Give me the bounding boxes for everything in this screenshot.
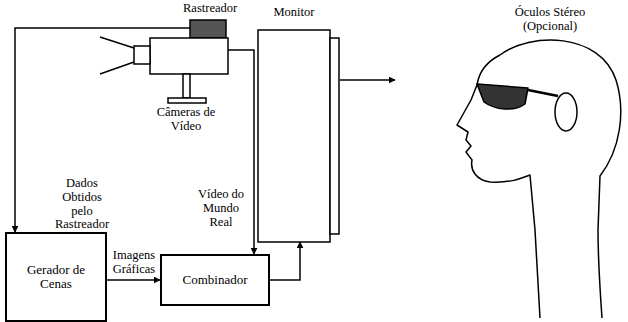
monitor-illustration (258, 30, 339, 242)
camera-tracker: RastreadorCâmeras de Vídeo (95, 2, 250, 140)
connector-arrow (340, 79, 395, 81)
face-profile (457, 55, 540, 318)
connector-label: Dados Obtidos pelo Rastreador (50, 177, 114, 232)
head-illustration (457, 40, 621, 318)
monitor: Monitor (258, 6, 340, 242)
connector-arrow (250, 50, 254, 254)
box-label: Combinador (164, 273, 266, 287)
connector-label: Vídeo do Mundo Real (192, 188, 250, 229)
glasses-label: Óculos Stéreo (Opcional) (495, 6, 605, 34)
view-line (100, 37, 134, 48)
camera-label: Câmeras de Vídeo (145, 106, 227, 134)
monitor-screen (258, 30, 330, 242)
connector-arrow (270, 242, 300, 280)
monitor-bezel (330, 38, 339, 234)
scene-generator-box: Gerador de Cenas (5, 232, 107, 322)
tripod-base (168, 98, 206, 103)
tracker-label: Rastreador (183, 2, 253, 16)
view-line (100, 62, 134, 74)
monitor-label: Monitor (258, 6, 330, 20)
connector-arrow (107, 279, 160, 281)
camera-lens (134, 46, 150, 64)
viewer-head: Óculos Stéreo (Opcional) (395, 4, 625, 318)
video-wire (228, 49, 250, 51)
camera-illustration (95, 20, 250, 103)
tracker-wire (95, 27, 190, 29)
connector-label: Imagens Gráficas (108, 249, 160, 277)
combiner-box: Combinador (160, 254, 270, 306)
tracker-block (190, 20, 226, 38)
ear (555, 93, 577, 131)
camera-body (150, 38, 228, 74)
tripod-post (183, 74, 190, 98)
glasses-arm (528, 90, 558, 96)
box-label: Gerador de Cenas (17, 263, 95, 292)
glasses-lens (477, 84, 528, 109)
